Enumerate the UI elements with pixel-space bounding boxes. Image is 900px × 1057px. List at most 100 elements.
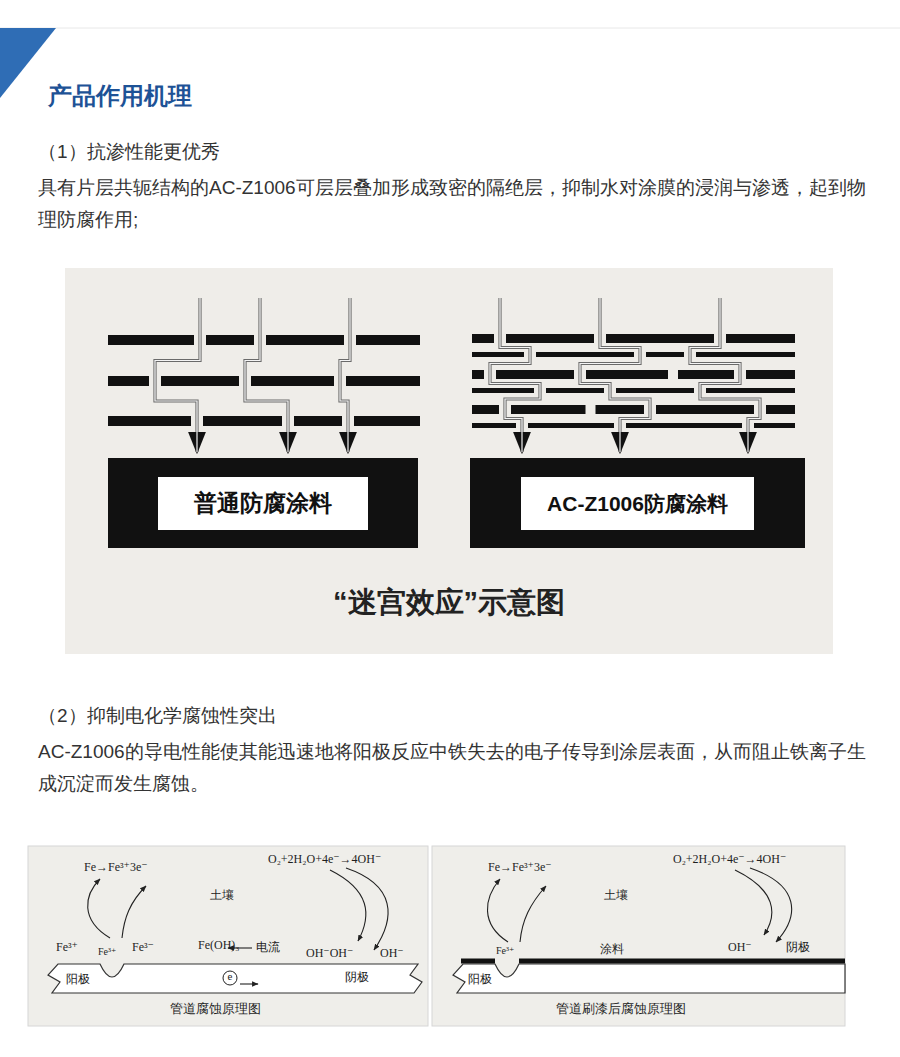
water-path-core	[690, 298, 760, 452]
barrier-flake	[766, 405, 795, 414]
barrier-flake	[616, 388, 694, 393]
substrate-box: AC-Z1006防腐涂料	[470, 458, 805, 548]
section-heading: （1）抗渗性能更优秀	[38, 140, 220, 164]
ion-label: OH⁻	[728, 940, 752, 955]
maze-left	[108, 298, 420, 452]
barrier-flake	[511, 405, 586, 414]
pipe	[453, 964, 845, 993]
barrier-flake	[586, 370, 668, 379]
pipe	[48, 964, 422, 993]
figure-ground	[65, 268, 833, 654]
barrier-flake	[108, 416, 191, 426]
reaction-arrow	[330, 870, 366, 941]
barrier-flake	[536, 352, 634, 357]
water-path	[340, 298, 350, 452]
barrier-flake	[108, 376, 149, 386]
water-path-core	[340, 298, 350, 452]
coating-name: AC-Z1006防腐涂料	[521, 477, 754, 530]
reaction-arrow	[88, 879, 110, 938]
ion-label: OH⁻	[380, 946, 404, 961]
reaction-arrow	[122, 886, 146, 938]
barrier-flake	[356, 335, 420, 345]
barrier-flake	[161, 376, 239, 386]
panel-caption: 管道刷漆后腐蚀原理图	[556, 1001, 686, 1017]
barrier-flake	[528, 423, 614, 428]
barrier-flake	[472, 352, 524, 357]
reaction-arrow	[346, 868, 388, 950]
coating-layer	[461, 959, 845, 964]
substrate-box: 普通防腐涂料	[108, 458, 418, 548]
barrier-flake	[656, 405, 754, 414]
equation: O₂+2H₂O+4e⁻→4OH⁻	[673, 852, 786, 867]
section-heading: （2）抑制电化学腐蚀性突出	[38, 704, 277, 728]
water-path	[490, 298, 540, 452]
barrier-flake	[726, 334, 795, 343]
barrier-flake	[606, 334, 714, 343]
barrier-flake	[203, 416, 282, 426]
equation: Fe→Fe³⁺3e⁻	[84, 860, 148, 875]
barrier-flake	[646, 352, 684, 357]
ion-label: Fe³⁺	[496, 945, 514, 958]
current-label: 电流	[256, 940, 280, 955]
electrode-label: 阳极	[468, 972, 492, 987]
barrier-flake	[251, 376, 334, 386]
water-path	[245, 298, 288, 452]
barrier-flake	[206, 335, 254, 345]
barrier-flake	[472, 370, 484, 379]
water-path	[690, 298, 760, 452]
electrode-label: 阴极	[345, 970, 369, 985]
panel-caption: 管道腐蚀原理图	[170, 1001, 261, 1017]
maze-right	[472, 298, 795, 452]
figure-caption: “迷宫效应”示意图	[65, 584, 833, 620]
water-path	[155, 298, 200, 452]
electron-label: e	[223, 970, 237, 984]
water-path-core	[155, 298, 200, 452]
water-path	[580, 298, 650, 452]
paragraph: 具有片层共轭结构的AC-Z1006可层层叠加形成致密的隔绝层，抑制水对涂膜的浸润…	[38, 172, 868, 236]
barrier-flake	[294, 416, 342, 426]
coating-label: 涂料	[600, 942, 624, 957]
equation: O₂+2H₂O+4e⁻→4OH⁻	[268, 852, 381, 867]
barrier-flake	[266, 335, 344, 345]
electron-arrow	[240, 983, 258, 984]
compound-label: Fe(OH)₃	[198, 938, 240, 953]
panel-ground	[432, 846, 845, 1026]
barrier-flake	[472, 388, 534, 393]
electrode-label: 阴极	[786, 940, 810, 955]
corner-triangle	[0, 28, 56, 98]
ion-label: Fe³⁺	[98, 946, 116, 959]
barrier-flake	[546, 388, 604, 393]
water-path-core	[245, 298, 288, 452]
barrier-flake	[678, 370, 734, 379]
section-title: 产品作用机理	[48, 80, 192, 112]
barrier-flake	[596, 405, 645, 414]
electron-circle	[223, 971, 237, 985]
water-path-core	[580, 298, 650, 452]
barrier-flake	[754, 423, 795, 428]
barrier-flake	[472, 423, 516, 428]
coating-name: 普通防腐涂料	[158, 477, 368, 530]
header-rule	[0, 28, 900, 29]
region-label: 土壤	[210, 888, 234, 903]
barrier-flake	[706, 388, 795, 393]
ion-label: OH⁻OH⁻	[306, 946, 353, 961]
ion-label: Fe³⁺	[56, 940, 78, 955]
barrier-flake	[108, 335, 194, 345]
panel-ground	[28, 846, 428, 1026]
region-label: 土壤	[604, 888, 628, 903]
barrier-flake	[346, 376, 420, 386]
barrier-flake	[472, 334, 494, 343]
equation: Fe→Fe³⁺3e⁻	[488, 860, 552, 875]
barrier-flake	[746, 370, 795, 379]
water-path-core	[490, 298, 540, 452]
reaction-arrow	[750, 868, 792, 942]
paragraph: AC-Z1006的导电性能使其能迅速地将阳极反应中铁失去的电子传导到涂层表面，从…	[38, 736, 868, 800]
barrier-flake	[696, 352, 795, 357]
electrode-label: 阳极	[66, 972, 90, 987]
barrier-flake	[496, 370, 574, 379]
reaction-arrow	[735, 870, 772, 935]
barrier-flake	[506, 334, 594, 343]
barrier-flake	[354, 416, 420, 426]
barrier-flake	[472, 405, 499, 414]
